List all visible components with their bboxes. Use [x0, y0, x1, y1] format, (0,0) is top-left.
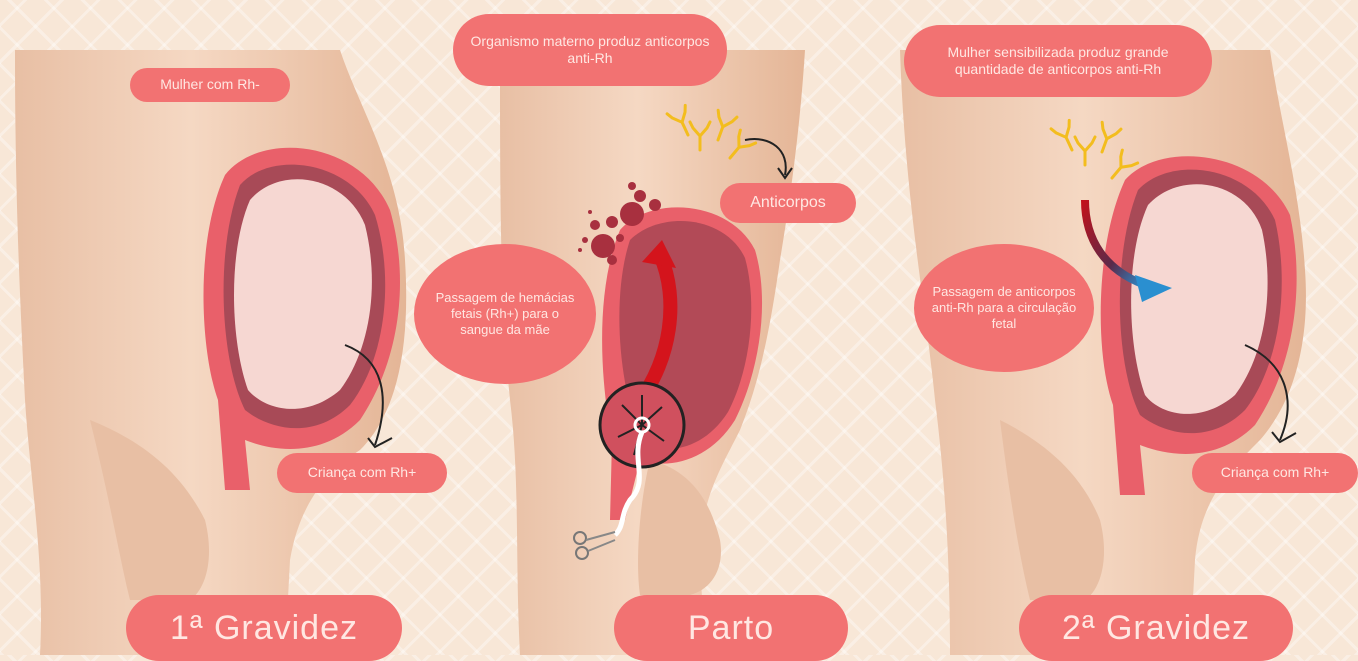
- title-second-pregnancy: 2ª Gravidez: [1019, 595, 1293, 661]
- uterus-3: [1101, 156, 1297, 495]
- arrow-child-1-head: [368, 438, 392, 447]
- label-antibodies: Anticorpos: [720, 183, 856, 223]
- label-fetal-cells-passage: Passagem de hemácias fetais (Rh+) para o…: [414, 244, 596, 384]
- label-woman-rh-negative: Mulher com Rh-: [130, 68, 290, 102]
- title-birth: Parto: [614, 595, 848, 661]
- uterus-1: [203, 148, 400, 490]
- title-first-pregnancy: 1ª Gravidez: [126, 595, 402, 661]
- label-sensitized-woman: Mulher sensibilizada produz grande quant…: [904, 25, 1212, 97]
- arrow-child-3-head: [1272, 432, 1296, 442]
- label-child-rh-positive-1: Criança com Rh+: [277, 453, 447, 493]
- label-antibody-passage: Passagem de anticorpos anti-Rh para a ci…: [914, 244, 1094, 372]
- label-child-rh-positive-2: Criança com Rh+: [1192, 453, 1358, 493]
- label-maternal-antibodies: Organismo materno produz anticorpos anti…: [453, 14, 727, 86]
